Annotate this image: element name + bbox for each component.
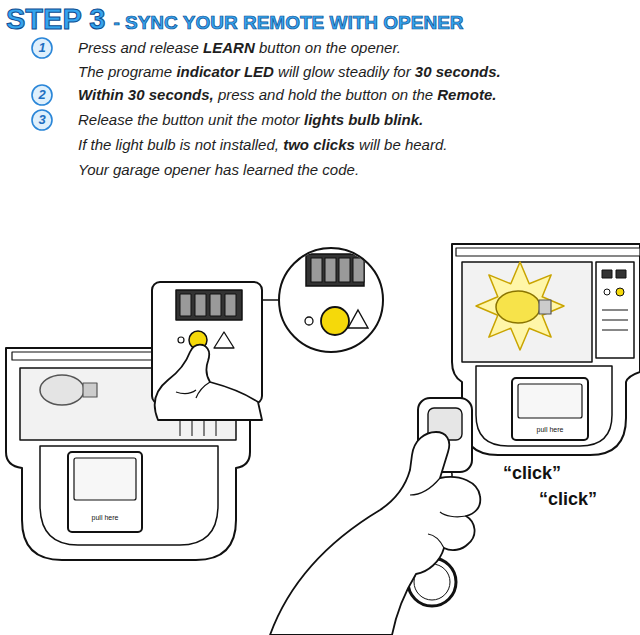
instruction-text: will glow steadily for [278,61,411,83]
instruction-line: Release the button unit the motorlights … [78,109,423,131]
indicator-led [305,317,313,325]
zoom-detail [348,310,368,328]
emphasis-text: two clicks [283,134,355,156]
opener-right [602,330,628,331]
zoom-detail [339,258,350,282]
step-number: 1 [31,37,53,59]
opener-right [602,320,628,321]
lens-handle [68,452,142,532]
opener-right [452,244,640,455]
instruction-text: If the light bulb is not installed, [78,134,279,156]
light-bulb [496,291,540,323]
remote-in-hand [440,512,466,517]
callout-number: 3 [38,112,45,128]
instruction-line: Press and releaseLEARNbutton on the open… [78,37,401,59]
emphasis-text: indicator LED [176,61,274,83]
opener-right [456,248,640,256]
opener-right [462,262,592,362]
instruction-text: The programe [78,61,172,83]
learn-panel-closeup [214,332,234,348]
learn-panel-closeup [176,390,196,394]
instruction-line: The programeindicator LEDwill glow stead… [78,61,501,83]
learn-panel-closeup [180,294,191,316]
instruction-line: If the light bulb is not installed,two c… [78,134,447,156]
zoom-detail [325,258,336,282]
instruction-text: Press and release [78,37,199,59]
callout-number: 1 [38,40,45,56]
opener-left [40,446,218,545]
learn-panel-closeup [225,294,236,316]
learn-panel-closeup [152,282,279,420]
subtitle: - SYNC YOUR REMOTE WITH OPENER [113,6,463,40]
handle-label: pull here [92,514,119,522]
opener-right [602,270,612,278]
opener-right [616,288,624,296]
instruction-text: Release the button unit the motor [78,109,300,131]
emphasis-text: LEARN [203,37,255,59]
sound-label: “click” [503,463,561,483]
zoom-circle [279,248,383,352]
instruction-line: Your garage opener has learned the code. [78,159,359,181]
learn-panel-closeup [262,299,279,301]
opener-right [452,244,640,455]
instruction-text: will be heard. [359,134,447,156]
zoom-circle [279,248,383,352]
emphasis-text: Remote. [437,84,496,106]
opener-right [602,310,628,311]
indicator-led [178,337,184,343]
learn-panel-closeup [210,294,221,316]
sound-label: “click” [539,489,597,509]
opener-right [604,289,610,295]
callout-number: 2 [38,87,45,103]
learn-panel-closeup [196,382,210,398]
learn-panel-closeup [195,294,206,316]
zoom-detail [311,258,322,282]
zoom-detail [353,258,364,282]
emphasis-text: lights bulb blink. [304,109,423,131]
remote-in-hand [270,398,480,635]
hand [270,432,480,635]
emphasis-text: Within 30 seconds, [78,84,214,106]
light-bulb [40,375,84,405]
remote-in-hand [428,534,444,548]
instruction-text: button on the opener. [259,37,401,59]
step-circle [32,38,52,58]
step-circle [32,110,52,130]
instruction-text: press and hold the button on the [218,84,433,106]
instruction-text: Your garage opener has learned the code. [78,159,359,181]
terminal-block [176,290,242,320]
opener-right [539,300,551,314]
step-number: 3 [31,109,53,131]
lens-handle [512,378,588,440]
hand [155,345,262,420]
title: STEP 3 [6,2,105,36]
zoom-detail [306,254,364,286]
step-number: 2 [31,84,53,106]
step-circle [32,85,52,105]
remote-in-hand [410,478,440,495]
title-row: STEP 3- SYNC YOUR REMOTE WITH OPENER [6,2,464,40]
control-panel [596,262,634,358]
instruction-line: Within 30 seconds,press and hold the but… [78,84,496,106]
opener-left [83,383,97,397]
opener-right [518,384,582,418]
opener-right [616,270,626,278]
emphasis-text: 30 seconds. [415,61,501,83]
opener-right [476,366,612,446]
zoom-detail [305,254,368,335]
light-burst [476,262,564,350]
learn-button [321,307,349,335]
opener-left [74,458,136,500]
handle-label: pull here [537,426,564,434]
